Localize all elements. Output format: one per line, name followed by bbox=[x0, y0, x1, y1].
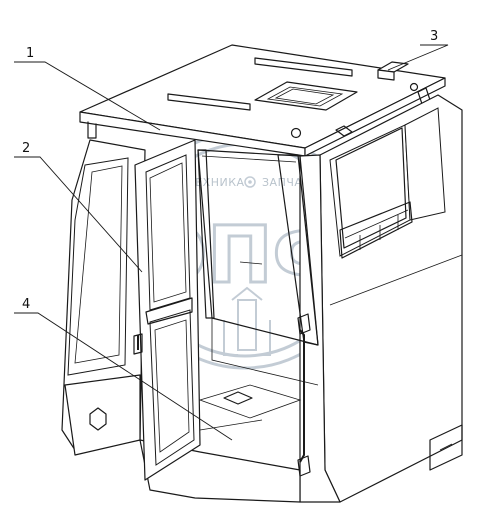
roof-hatch-inner bbox=[266, 86, 344, 107]
leader-1 bbox=[14, 61, 161, 131]
windshield-top-frame bbox=[201, 155, 297, 163]
roof-bolt bbox=[409, 82, 419, 92]
windshield-left-pillar bbox=[197, 149, 215, 319]
cab-body bbox=[61, 94, 463, 503]
right-window-rear-pane bbox=[404, 107, 446, 221]
right-panel-crease bbox=[329, 254, 463, 306]
door-lower-glass-inner bbox=[154, 319, 190, 453]
lower-step-box bbox=[64, 374, 141, 456]
interior-floor-plate bbox=[198, 384, 302, 419]
roof-rail-front bbox=[167, 93, 251, 111]
right-window-ledge-line bbox=[344, 209, 409, 239]
leader-4 bbox=[14, 312, 233, 441]
right-window-brackets bbox=[359, 215, 399, 250]
hinge-left bbox=[87, 121, 97, 139]
door-middle-rail bbox=[145, 297, 193, 325]
callout-3: 3 bbox=[430, 29, 438, 44]
left-window bbox=[67, 157, 129, 376]
roof-hatch bbox=[254, 81, 358, 111]
hinge-right bbox=[335, 125, 353, 137]
roof-hatch-glass bbox=[274, 88, 335, 105]
roof-bolt bbox=[290, 127, 302, 139]
callout-1: 1 bbox=[26, 46, 34, 61]
callout-leaders bbox=[14, 44, 449, 441]
roof-rail-back bbox=[254, 57, 353, 77]
door-lock[interactable] bbox=[133, 333, 143, 355]
front-right-pillar bbox=[299, 154, 341, 503]
right-window-ledge bbox=[339, 201, 413, 259]
roof-right-edge bbox=[304, 77, 446, 157]
rear-foot bbox=[429, 424, 463, 471]
grab-handle-mount-bottom bbox=[297, 455, 311, 477]
callout-4: 4 bbox=[22, 297, 30, 312]
rear-box-front bbox=[377, 69, 395, 81]
watermark-tower-icon bbox=[223, 286, 271, 356]
grab-handle-mount-top bbox=[297, 313, 311, 335]
gear-icon bbox=[244, 176, 256, 188]
left-window-inner bbox=[74, 165, 123, 364]
interior-back-wall bbox=[211, 318, 319, 386]
roof bbox=[79, 44, 446, 157]
right-window-inner-frame bbox=[335, 127, 407, 249]
windshield-right-pillar bbox=[277, 154, 319, 346]
hex-plate-icon bbox=[89, 407, 107, 431]
callout-labels: 1 2 3 4 bbox=[22, 29, 438, 312]
leader-2 bbox=[14, 156, 143, 273]
callout-2: 2 bbox=[22, 141, 30, 156]
floor-edge bbox=[199, 419, 263, 431]
seat-mount bbox=[223, 391, 253, 405]
door-upper-glass bbox=[145, 154, 191, 311]
door-upper-glass-inner bbox=[149, 162, 187, 303]
leader-3 bbox=[387, 44, 449, 71]
door-lower-glass bbox=[149, 309, 195, 466]
interior-mark bbox=[239, 261, 263, 265]
rear-foot-slot bbox=[439, 443, 453, 451]
